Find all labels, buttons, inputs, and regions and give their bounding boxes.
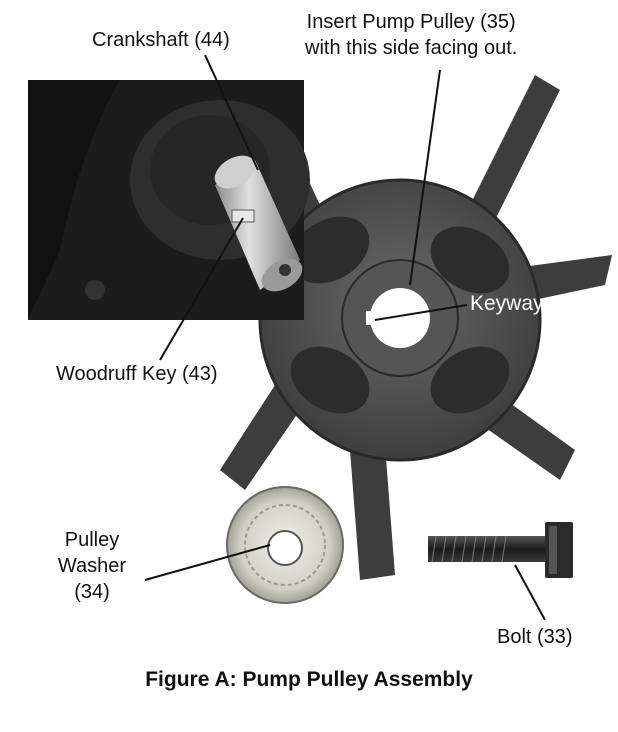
bolt	[428, 522, 573, 578]
bolt-leader	[514, 564, 546, 621]
insert-leader	[409, 69, 441, 286]
keyway-leader	[374, 304, 468, 321]
washer-leader	[144, 544, 271, 581]
keyway-label: Keyway	[470, 292, 544, 315]
woodruff-leader	[159, 217, 244, 361]
crankshaft-label: Crankshaft (44)	[92, 29, 230, 51]
pulley-washer-label-line1: Pulley	[64, 529, 120, 551]
pulley-washer-label-line3: (34)	[74, 581, 110, 603]
bolt-label: Bolt (33)	[497, 626, 573, 648]
figure-caption: Figure A: Pump Pulley Assembly	[145, 668, 473, 691]
pulley-washer	[226, 486, 344, 604]
pulley-washer-label: Pulley Washer (34)	[44, 527, 140, 605]
crankshaft	[214, 155, 303, 292]
leader-lines	[144, 54, 546, 621]
crankshaft-leader	[204, 54, 259, 171]
insert-pulley-label-line1: Insert Pump Pulley (35)	[306, 11, 516, 33]
insert-pulley-label-line2: with this side facing out.	[305, 37, 518, 59]
pulley-washer-label-line2: Washer	[57, 555, 127, 577]
woodruff-key-label: Woodruff Key (43)	[56, 363, 218, 385]
insert-pulley-label: Insert Pump Pulley (35) with this side f…	[305, 9, 517, 61]
pulley-hub	[258, 178, 542, 462]
